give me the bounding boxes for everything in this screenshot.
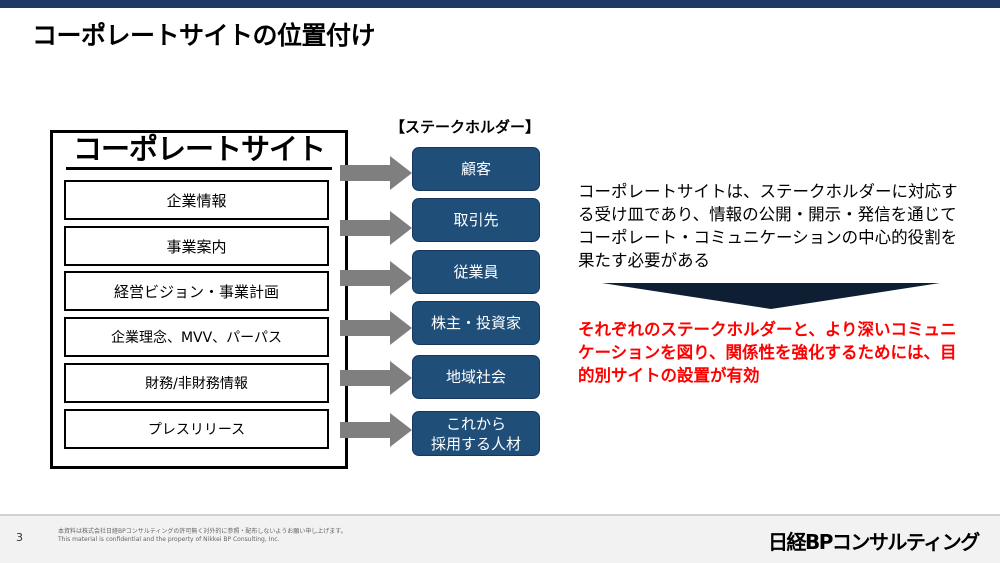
- arrow-icon: [340, 413, 412, 447]
- stakeholder-box: 従業員: [412, 250, 540, 294]
- corporate-site-title: コーポレートサイト: [66, 131, 332, 170]
- stakeholder-box: これから 採用する人材: [412, 411, 540, 456]
- stakeholder-heading: 【ステークホルダー】: [390, 118, 541, 136]
- arrow-icon: [340, 156, 412, 190]
- stakeholder-box: 株主・投資家: [412, 301, 540, 345]
- site-item: 企業理念、MVV、パーパス: [64, 317, 329, 357]
- site-item: 事業案内: [64, 226, 329, 266]
- conclusion-text: それぞれのステークホルダーと、より深いコミュニケーションを図り、関係性を強化する…: [578, 320, 957, 385]
- arrow-icon: [340, 211, 412, 245]
- note-ja: 本資料は株式会社日経BPコンサルティングの許可無く対外的に参照・配布しないようお…: [58, 528, 347, 535]
- site-item: 財務/非財務情報: [64, 363, 329, 403]
- footer: [0, 514, 1000, 563]
- site-item: 経営ビジョン・事業計画: [64, 271, 329, 311]
- confidential-note: 本資料は株式会社日経BPコンサルティングの許可無く対外的に参照・配布しないようお…: [58, 528, 347, 544]
- top-bar: [0, 0, 1000, 8]
- description-text: コーポレートサイトは、ステークホルダーに対応する受け皿であり、情報の公開・開示・…: [578, 182, 958, 270]
- down-arrow-triangle: [602, 283, 940, 309]
- stakeholder-box: 地域社会: [412, 355, 540, 399]
- slide-title: コーポレートサイトの位置付け: [32, 21, 376, 50]
- arrow-icon: [340, 311, 412, 345]
- stakeholder-box: 取引先: [412, 198, 540, 242]
- note-en: This material is confidential and the pr…: [58, 536, 280, 543]
- stakeholder-box: 顧客: [412, 147, 540, 191]
- arrow-icon: [340, 261, 412, 295]
- site-item: プレスリリース: [64, 409, 329, 449]
- page-number: 3: [16, 531, 23, 544]
- site-item: 企業情報: [64, 180, 329, 220]
- company-logo: 日経BPコンサルティング: [768, 530, 980, 554]
- arrow-icon: [340, 361, 412, 395]
